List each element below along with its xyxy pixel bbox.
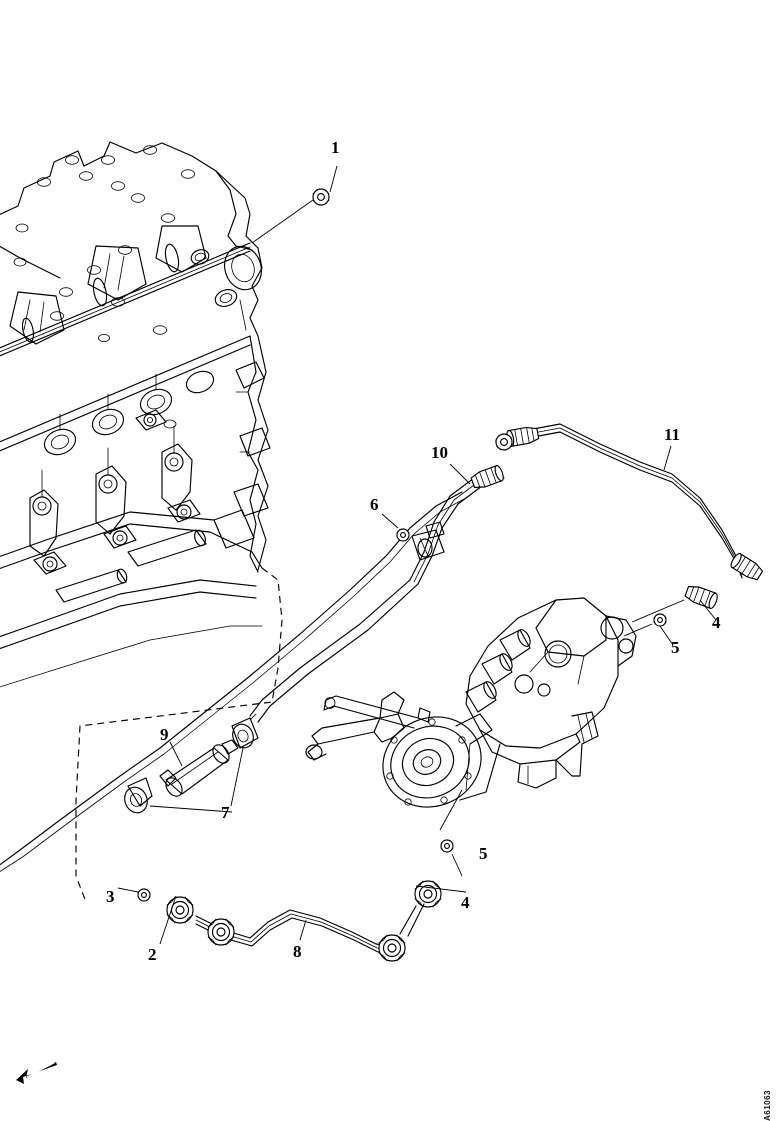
- washer-3: [137, 888, 151, 902]
- banjo-bolt-2b: [207, 918, 235, 946]
- union-fitting-4-right: [683, 583, 720, 610]
- clamp-nut-6: [396, 528, 410, 542]
- fuel-line-branch: [0, 491, 467, 873]
- hose-clamp-7a: [231, 713, 259, 749]
- callout-6: 6: [370, 495, 379, 514]
- callout-1: 1: [331, 138, 340, 157]
- sealing-washer-1: [312, 188, 330, 206]
- callout-2: 2: [148, 945, 157, 964]
- callout-8: 8: [293, 942, 302, 961]
- inline-fuel-filter-9: [159, 739, 239, 797]
- washer-5-lower: [440, 839, 454, 853]
- engine-block-assembly: [0, 141, 271, 688]
- union-fitting-4-upper: [728, 551, 765, 583]
- callout-10: 10: [431, 443, 448, 462]
- callout-11: 11: [664, 425, 681, 444]
- pump-drive-flange: [382, 713, 501, 808]
- pump-mounting-bracket: [305, 691, 431, 761]
- fuel-return-line-11: [527, 423, 743, 579]
- callout-4: 4: [712, 613, 721, 632]
- banjo-bolt-4-lower2: [414, 880, 442, 908]
- corner-arrow-mark: [16, 1062, 57, 1084]
- union-fitting-10: [469, 464, 506, 491]
- injection-pump-body: [305, 597, 637, 808]
- hidden-fuel-line-path: [75, 567, 283, 903]
- line-clamp-bracket-6: [411, 521, 445, 561]
- callout-7: 7: [221, 803, 230, 822]
- banjo-bolt-4-lower: [378, 934, 406, 962]
- callout-4-lower: 4: [461, 893, 470, 912]
- hose-clamp-7b: [124, 777, 153, 814]
- callout-5: 5: [671, 638, 680, 657]
- callout-3: 3: [106, 887, 115, 906]
- washer-5-right: [653, 613, 667, 627]
- drawing-code: A61063: [763, 1090, 772, 1121]
- callout-5-lower: 5: [479, 844, 488, 863]
- callout-9: 9: [160, 725, 169, 744]
